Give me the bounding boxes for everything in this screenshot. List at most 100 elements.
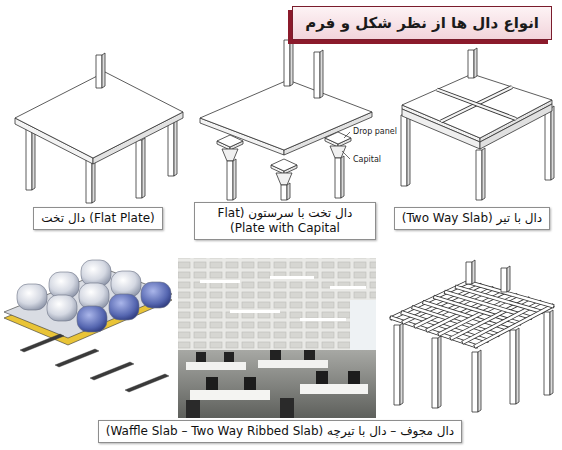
column (544, 312, 550, 395)
column (550, 310, 553, 395)
dome-form (17, 284, 47, 310)
dome-form (109, 294, 139, 320)
caption-text: دال مجوف – دال با تیرچه (Waffle Slab – T… (106, 424, 454, 439)
beam (437, 90, 516, 120)
office-photo (186, 400, 200, 418)
waffle-render (4, 260, 172, 392)
caption-box: دال مجوف – دال با تیرچه (Waffle Slab – T… (98, 420, 462, 443)
dome-form (141, 282, 171, 308)
office-photo (178, 258, 376, 350)
drop-panel (325, 132, 351, 144)
caption-box: دال تخت (Flat Plate) (33, 207, 162, 230)
column (287, 183, 290, 200)
office-photo (190, 390, 270, 400)
office-photo (300, 318, 346, 321)
two-way-slab-drawing (401, 48, 554, 200)
column (401, 115, 407, 186)
column (468, 50, 474, 78)
column (438, 336, 441, 408)
column (86, 160, 92, 203)
office-photo (224, 352, 234, 362)
dome-form (77, 306, 107, 332)
waffle-drawing (392, 260, 553, 412)
slab-top (200, 80, 372, 150)
office-photo (200, 280, 240, 283)
column (466, 262, 472, 284)
office-photo (206, 377, 218, 390)
column (432, 338, 438, 408)
column (400, 323, 403, 405)
callout-label: Drop panel (352, 127, 398, 137)
column (92, 158, 95, 203)
office-photo (196, 352, 206, 362)
column (227, 161, 233, 200)
column (233, 159, 236, 200)
column (472, 352, 478, 412)
office-photo (280, 398, 294, 418)
column (290, 38, 293, 86)
dome-form (47, 295, 77, 321)
column (281, 185, 287, 200)
office-photo (316, 371, 328, 384)
office-photo (178, 350, 376, 418)
column (341, 156, 344, 198)
office-photo (304, 350, 315, 360)
office-photo (270, 276, 314, 279)
column (174, 116, 177, 176)
support-beam (55, 349, 99, 367)
title-box: انواع دال ها از نظر شکل و فرم (292, 6, 552, 40)
flat-plate-drawing (15, 53, 183, 203)
slab-top (402, 74, 552, 138)
flat-plate-capital-drawing (200, 38, 372, 200)
column (136, 140, 142, 198)
column (516, 328, 519, 404)
column (102, 53, 105, 88)
rib (476, 306, 552, 346)
leader-line (344, 132, 350, 138)
caption-text: دال تخت با سرستون (Flat Plate with Capit… (202, 206, 368, 236)
column (510, 330, 516, 404)
column (501, 268, 507, 292)
column (320, 50, 323, 98)
column (284, 40, 290, 86)
column (96, 55, 102, 88)
column (474, 48, 477, 78)
office-photo (178, 258, 376, 418)
office-photo (186, 362, 246, 370)
column (314, 52, 320, 98)
office-photo (330, 286, 366, 289)
dome-form (49, 272, 79, 298)
support-beam (20, 334, 64, 352)
dome-form (81, 260, 111, 286)
leader-line (342, 132, 350, 159)
column (407, 113, 410, 186)
column (168, 118, 174, 176)
office-photo (258, 360, 328, 368)
drop-panel (217, 135, 243, 147)
callout-label: Capital (352, 155, 382, 165)
column (482, 148, 485, 200)
office-photo (244, 377, 256, 390)
column (26, 125, 32, 190)
rib (476, 306, 552, 346)
column (478, 350, 481, 412)
office-photo (178, 258, 376, 418)
caption-text: دال با تیر (Two Way Slab) (402, 211, 542, 226)
column (551, 106, 554, 180)
column (472, 260, 475, 284)
caption-box: دال تخت با سرستون (Flat Plate with Capit… (194, 202, 376, 240)
caption-box: دال با تیر (Two Way Slab) (394, 207, 550, 230)
column (335, 158, 341, 198)
column (507, 266, 510, 292)
office-photo (300, 384, 368, 394)
support-beam (90, 362, 134, 380)
support-beam (125, 374, 169, 392)
office-photo (270, 350, 281, 360)
office-photo (230, 310, 280, 313)
column (142, 138, 145, 198)
column (476, 150, 482, 200)
column (545, 108, 551, 180)
title-text: انواع دال ها از نظر شکل و فرم (305, 14, 539, 32)
